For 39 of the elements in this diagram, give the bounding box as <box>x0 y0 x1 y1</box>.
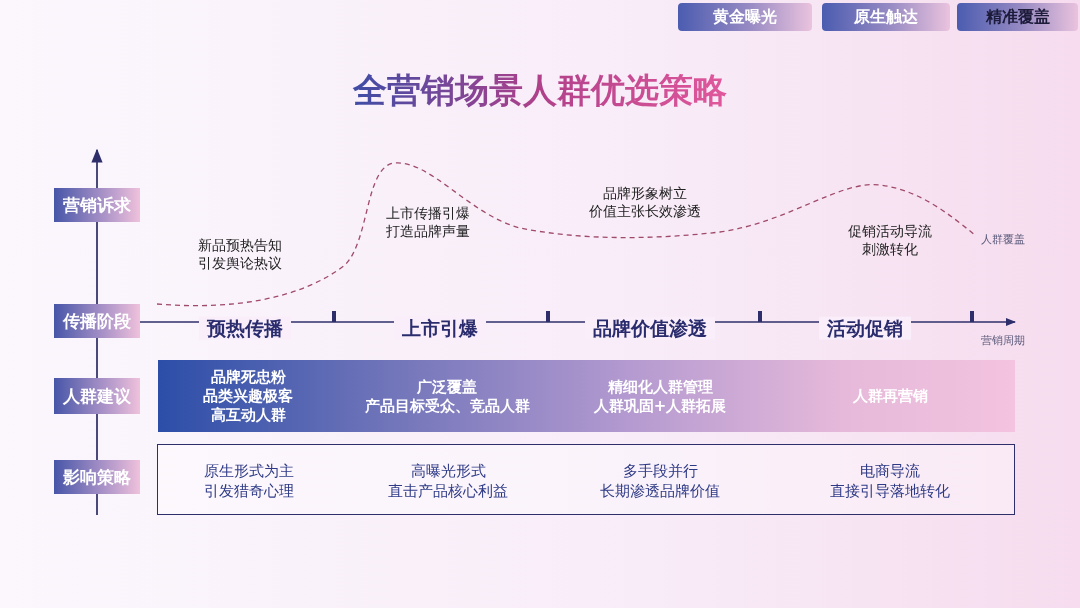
tab-button: 精准覆盖 <box>957 3 1078 31</box>
axis-label: 营销周期 <box>981 334 1025 348</box>
row-header: 传播阶段 <box>54 304 140 338</box>
phase-label: 预热传播 <box>199 316 291 340</box>
phase-label: 活动促销 <box>819 316 911 340</box>
strategy-text: 引发猎奇心理 <box>204 481 294 500</box>
curve-note: 价值主张长效渗透 <box>589 202 701 220</box>
curve-note: 促销活动导流 <box>848 222 932 240</box>
phase-label: 上市引爆 <box>394 316 486 340</box>
axis-label: 人群覆盖 <box>981 233 1025 247</box>
curve-note: 品牌形象树立 <box>603 184 687 202</box>
strategy-text: 直击产品核心利益 <box>388 481 508 500</box>
audience-text: 品牌死忠粉 <box>210 368 286 386</box>
row-header: 人群建议 <box>54 378 140 414</box>
audience-text: 高互动人群 <box>210 406 286 424</box>
curve-note: 引发舆论热议 <box>198 254 282 272</box>
curve-note: 打造品牌声量 <box>386 222 470 240</box>
audience-text: 产品目标受众、竞品人群 <box>364 396 530 415</box>
strategy-text: 原生形式为主 <box>204 461 294 480</box>
row-header: 营销诉求 <box>54 188 140 222</box>
strategy-text: 多手段并行 <box>622 461 698 480</box>
row-header: 影响策略 <box>54 460 140 494</box>
audience-text: 人群巩固+人群拓展 <box>593 396 727 415</box>
curve-note: 新品预热告知 <box>198 236 282 254</box>
strategy-panel <box>157 444 1015 515</box>
audience-text: 广泛覆盖 <box>417 377 477 396</box>
audience-text: 品类兴趣极客 <box>203 387 293 405</box>
phase-label: 品牌价值渗透 <box>585 316 715 340</box>
strategy-text: 直接引导落地转化 <box>830 481 950 500</box>
audience-text: 人群再营销 <box>852 387 928 405</box>
strategy-text: 电商导流 <box>860 461 920 480</box>
curve-note: 刺激转化 <box>862 240 918 258</box>
tab-button: 黄金曝光 <box>678 3 812 31</box>
audience-band <box>158 360 1015 432</box>
strategy-text: 长期渗透品牌价值 <box>600 481 720 500</box>
audience-text: 精细化人群管理 <box>607 377 713 396</box>
strategy-text: 高曝光形式 <box>410 461 486 480</box>
curve-note: 上市传播引爆 <box>386 204 470 222</box>
tab-button: 原生触达 <box>822 3 950 31</box>
